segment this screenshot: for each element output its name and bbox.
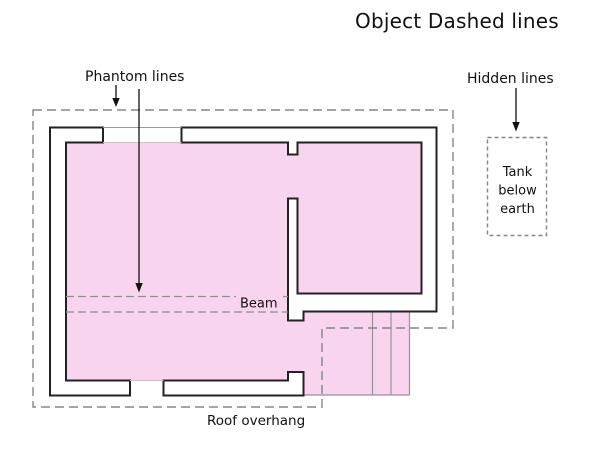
phantom-long-arrowhead [135,283,143,293]
patio-step-lines [303,311,411,396]
hidden-arrowhead [512,122,520,132]
beam-phantom-lines [66,295,288,313]
phantom-short-arrowhead [112,98,120,107]
passage-to-patio [288,320,304,371]
beam-label: Beam [240,297,278,312]
hidden-lines-label: Hidden lines [467,71,554,87]
tank-label-line1: Tank [502,165,533,180]
phantom-lines-label: Phantom lines [85,69,184,85]
roof-overhang-outline [32,109,454,408]
tank-label: Tank below earth [498,165,537,217]
wall-right-band [180,126,438,322]
patio-steps-floor [303,311,410,395]
right-room-floor [297,142,422,294]
tank-label-line3: earth [500,202,535,217]
roof-overhang-label: Roof overhang [207,413,305,429]
page-title: Object Dashed lines [355,9,559,33]
annotation-arrows [115,85,517,284]
interior-fill-group [66,142,422,395]
doorway-between-rooms [288,154,298,199]
main-room-floor [66,142,288,381]
tank-label-line2: below [498,184,537,199]
roof-overhang-path [32,109,454,408]
opening-lines [103,127,182,381]
tank-box-rect [486,136,548,237]
tank-box [486,136,548,237]
annotation-arrowheads [112,98,520,293]
